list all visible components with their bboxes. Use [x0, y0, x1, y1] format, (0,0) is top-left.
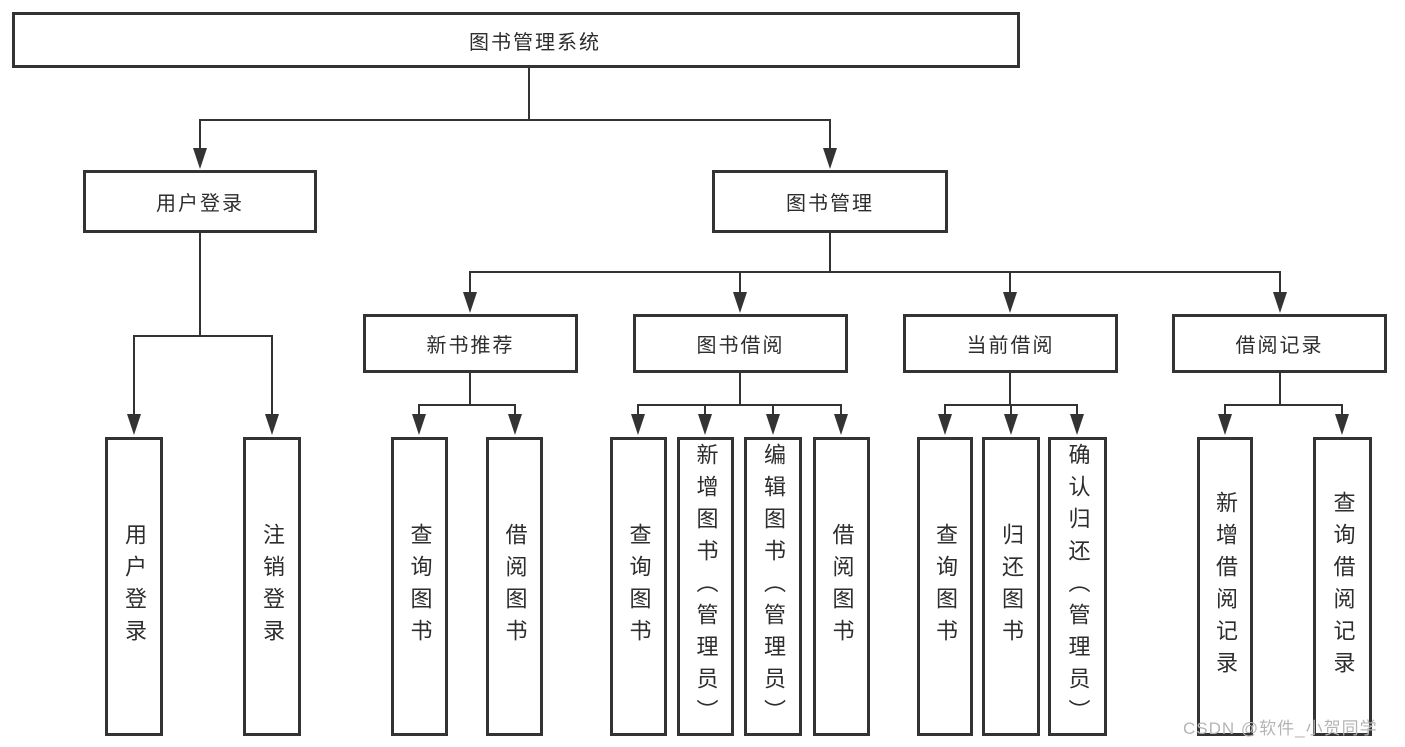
- leaf-edit-book-admin: 编辑图书（管理员）: [744, 437, 802, 736]
- leaf-confirm-return-admin: 确认归还（管理员）: [1048, 437, 1107, 736]
- leaf-edit-book-admin-label: 编辑图书（管理员）: [761, 442, 786, 731]
- connector-line: [829, 119, 831, 155]
- connector-line: [199, 119, 201, 155]
- connector-line: [528, 68, 530, 121]
- connector-line: [1009, 271, 1011, 301]
- arrowhead-icon: [412, 414, 426, 435]
- arrowhead-icon: [1273, 292, 1287, 313]
- connector-line: [1224, 404, 1343, 406]
- arrowhead-icon: [1003, 292, 1017, 313]
- arrowhead-icon: [834, 414, 848, 435]
- leaf-borrow-borrow-book: 借阅图书: [813, 437, 870, 736]
- connector-line: [418, 404, 516, 406]
- leaf-query-borrow-record: 查询借阅记录: [1313, 437, 1372, 736]
- leaf-confirm-return-admin-label: 确认归还（管理员）: [1065, 442, 1091, 731]
- leaf-borrow-query-book: 查询图书: [610, 437, 667, 736]
- node-current-borrow: 当前借阅: [903, 314, 1118, 373]
- leaf-borrow-borrow-book-label: 借阅图书: [829, 522, 855, 651]
- connector-line: [1009, 373, 1011, 406]
- node-book-mgmt-label: 图书管理: [786, 193, 874, 215]
- connector-line: [1279, 373, 1281, 406]
- leaf-current-query-book: 查询图书: [917, 437, 973, 736]
- connector-line: [199, 233, 201, 337]
- connector-line: [704, 404, 706, 420]
- arrowhead-icon: [733, 292, 747, 313]
- arrowhead-icon: [766, 414, 780, 435]
- leaf-recommend-query-book-label: 查询图书: [407, 522, 433, 651]
- arrowhead-icon: [127, 414, 141, 435]
- connector-line: [1010, 404, 1012, 420]
- arrowhead-icon: [938, 414, 952, 435]
- arrowhead-icon: [508, 414, 522, 435]
- leaf-return-book-label: 归还图书: [999, 522, 1024, 651]
- arrowhead-icon: [1218, 414, 1232, 435]
- arrowhead-icon: [1004, 414, 1018, 435]
- leaf-add-borrow-record: 新增借阅记录: [1197, 437, 1253, 736]
- arrowhead-icon: [698, 414, 712, 435]
- connector-line: [739, 373, 741, 406]
- connector-line: [199, 119, 830, 121]
- connector-line: [739, 271, 741, 301]
- connector-line: [1224, 404, 1226, 420]
- node-user-login-label: 用户登录: [156, 193, 244, 215]
- connector-line: [637, 404, 639, 420]
- leaf-return-book: 归还图书: [982, 437, 1040, 736]
- connector-line: [469, 271, 1281, 273]
- leaf-recommend-borrow-book: 借阅图书: [486, 437, 543, 736]
- node-borrow-record-label: 借阅记录: [1235, 335, 1324, 357]
- arrowhead-icon: [463, 292, 477, 313]
- node-user-login: 用户登录: [83, 170, 317, 233]
- node-book-borrow: 图书借阅: [633, 314, 848, 373]
- connector-line: [944, 404, 946, 420]
- node-root: 图书管理系统: [12, 12, 1020, 68]
- connector-line: [1279, 271, 1281, 301]
- leaf-user-login: 用户登录: [105, 437, 163, 736]
- csdn-watermark: CSDN @软件_小贺同学: [1183, 719, 1378, 738]
- leaf-current-query-book-label: 查询图书: [933, 522, 958, 651]
- node-root-label: 图书管理系统: [469, 31, 601, 54]
- connector-line: [637, 404, 842, 406]
- node-new-book-recommend: 新书推荐: [363, 314, 578, 373]
- connector-line: [469, 373, 471, 406]
- leaf-logout: 注销登录: [243, 437, 301, 736]
- leaf-recommend-borrow-book-label: 借阅图书: [502, 522, 528, 651]
- arrowhead-icon: [823, 148, 837, 169]
- node-borrow-record: 借阅记录: [1172, 314, 1387, 373]
- connector-line: [1341, 404, 1343, 420]
- leaf-query-borrow-record-label: 查询借阅记录: [1330, 490, 1356, 683]
- leaf-add-book-admin: 新增图书（管理员）: [677, 437, 734, 736]
- arrowhead-icon: [1335, 414, 1349, 435]
- connector-line: [840, 404, 842, 420]
- node-new-book-recommend-label: 新书推荐: [426, 335, 515, 357]
- node-current-borrow-label: 当前借阅: [966, 335, 1055, 357]
- connector-line: [133, 335, 273, 337]
- arrowhead-icon: [631, 414, 645, 435]
- connector-line: [829, 233, 831, 273]
- connector-line: [418, 404, 420, 420]
- arrowhead-icon: [193, 148, 207, 169]
- leaf-add-book-admin-label: 新增图书（管理员）: [693, 442, 719, 731]
- arrowhead-icon: [1070, 414, 1084, 435]
- leaf-logout-label: 注销登录: [260, 522, 285, 651]
- leaf-user-login-label: 用户登录: [122, 522, 147, 651]
- node-book-mgmt: 图书管理: [712, 170, 948, 233]
- leaf-recommend-query-book: 查询图书: [391, 437, 448, 736]
- connector-line: [271, 335, 273, 420]
- leaf-borrow-query-book-label: 查询图书: [626, 522, 652, 651]
- connector-line: [514, 404, 516, 420]
- connector-line: [469, 271, 471, 301]
- connector-line: [772, 404, 774, 420]
- node-book-borrow-label: 图书借阅: [696, 335, 785, 357]
- connector-line: [1076, 404, 1078, 420]
- leaf-add-borrow-record-label: 新增借阅记录: [1213, 490, 1238, 683]
- arrowhead-icon: [265, 414, 279, 435]
- connector-line: [133, 335, 135, 420]
